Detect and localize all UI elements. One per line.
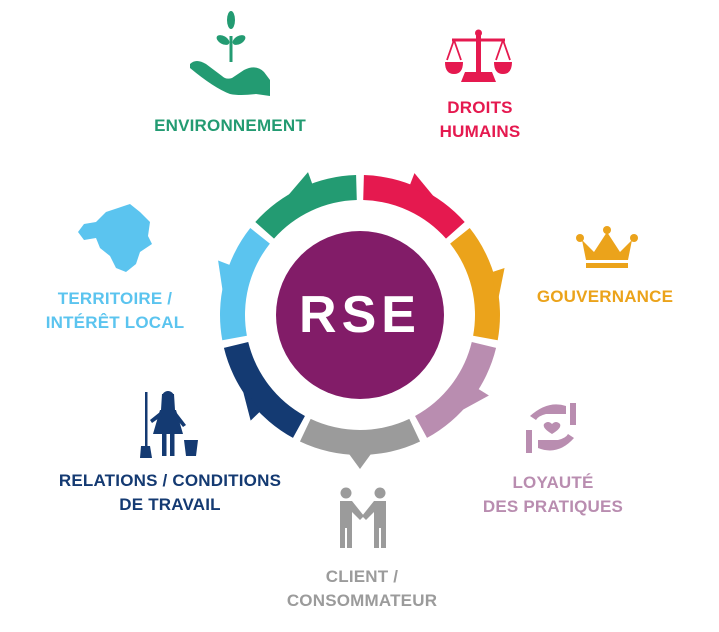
hands-heart-icon xyxy=(526,403,576,453)
ring-pointer-loyaute xyxy=(457,388,489,413)
center-circle xyxy=(276,231,444,399)
label-line: CONSOMMATEUR xyxy=(286,591,438,610)
label-line: TERRITOIRE / xyxy=(57,289,173,308)
label-line: DROITS xyxy=(447,98,513,117)
ring-segment-client xyxy=(299,418,421,456)
ring-segment-droits-humains xyxy=(363,175,465,239)
label-environnement: ENVIRONNEMENT xyxy=(154,114,306,138)
label-client: CLIENT / CONSOMMATEUR xyxy=(287,565,437,613)
label-line: INTÉRÊT LOCAL xyxy=(45,313,185,332)
label-line: ENVIRONNEMENT xyxy=(154,116,306,135)
label-line: CLIENT / xyxy=(325,567,399,586)
label-line: LOYAUTÉ xyxy=(512,473,594,492)
plant-in-hand-icon xyxy=(190,11,270,96)
label-territoire: TERRITOIRE / INTÉRÊT LOCAL xyxy=(46,287,185,335)
ring-pointer-droits-humains xyxy=(409,173,438,201)
ring-pointer-relations xyxy=(241,386,261,421)
label-line: HUMAINS xyxy=(439,122,521,141)
ring-segment-loyaute xyxy=(415,342,497,438)
ring-pointer-territoire xyxy=(218,260,232,296)
label-droits-humains: DROITS HUMAINS xyxy=(440,96,521,144)
ring-segment-territoire xyxy=(220,228,270,341)
label-line: DES PRATIQUES xyxy=(482,497,624,516)
label-line: RELATIONS / CONDITIONS xyxy=(58,471,282,490)
ring xyxy=(218,172,505,469)
crown-icon xyxy=(576,226,638,268)
ring-segment-relations xyxy=(223,342,305,438)
label-gouvernance: GOUVERNANCE xyxy=(537,285,673,309)
ring-pointer-environnement xyxy=(284,172,313,200)
region-map-icon xyxy=(78,204,152,272)
ring-pointer-gouvernance xyxy=(491,268,505,303)
ring-segment-environnement xyxy=(255,175,357,239)
scales-icon xyxy=(445,29,512,82)
handshake-icon xyxy=(340,487,386,548)
ring-pointer-client xyxy=(347,452,373,469)
ring-segment-gouvernance xyxy=(450,228,500,341)
center-label: RSE xyxy=(299,286,421,344)
label-line: DE TRAVAIL xyxy=(119,495,221,514)
label-loyaute: LOYAUTÉ DES PRATIQUES xyxy=(483,471,623,519)
label-relations: RELATIONS / CONDITIONS DE TRAVAIL xyxy=(59,469,281,517)
label-line: GOUVERNANCE xyxy=(536,287,674,306)
cleaner-icon xyxy=(140,391,198,458)
